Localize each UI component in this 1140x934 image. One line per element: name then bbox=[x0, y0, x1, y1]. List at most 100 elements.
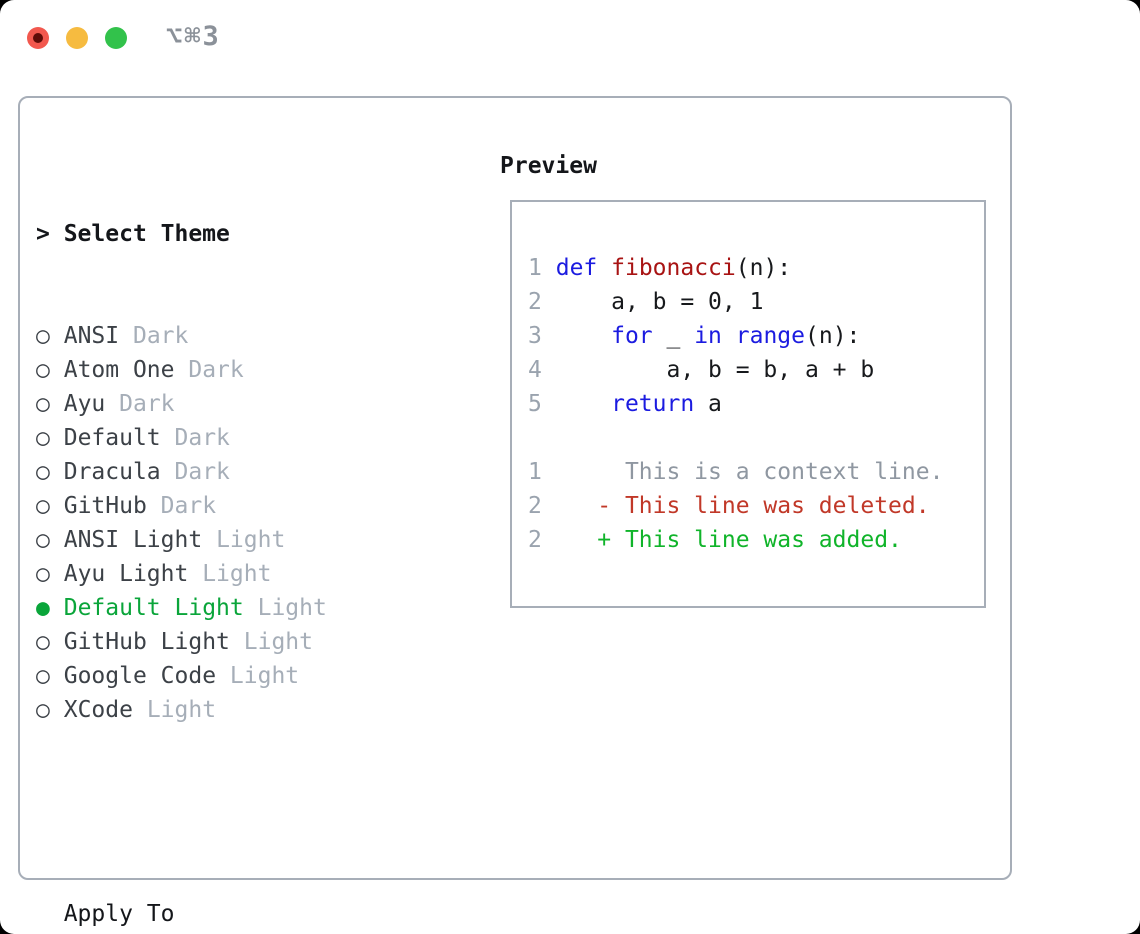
code-segment bbox=[542, 493, 597, 519]
theme-picker-column: > Select Theme ○ ANSI Dark○ Atom One Dar… bbox=[36, 149, 424, 934]
code-line: 2 - This line was deleted. bbox=[528, 489, 943, 523]
radio-icon: ○ bbox=[36, 697, 50, 723]
theme-option-ansi[interactable]: ○ ANSI Dark bbox=[36, 319, 424, 353]
theme-variant: Light bbox=[216, 527, 286, 553]
traffic-light-minimize-button[interactable] bbox=[66, 27, 88, 49]
theme-option-default[interactable]: ○ Default Dark bbox=[36, 421, 424, 455]
theme-name: Ayu bbox=[63, 391, 106, 417]
select-theme-header: > Select Theme bbox=[36, 217, 424, 251]
theme-options-list: ○ ANSI Dark○ Atom One Dark○ Ayu Dark○ De… bbox=[36, 319, 424, 727]
theme-name: Dracula bbox=[63, 459, 161, 485]
code-line: 2 + This line was added. bbox=[528, 523, 943, 557]
code-segment: a, b = 0, 1 bbox=[541, 289, 764, 315]
preview-title: Preview bbox=[500, 153, 597, 179]
theme-variant: Light bbox=[202, 561, 272, 587]
code-line: 3 for _ in range(n): bbox=[528, 319, 943, 353]
code-segment: + This line was added. bbox=[597, 527, 902, 553]
settings-panel bbox=[18, 96, 1012, 880]
theme-name: ANSI Light bbox=[63, 527, 203, 553]
theme-option-google-code[interactable]: ○ Google Code Light bbox=[36, 659, 424, 693]
theme-option-atom-one[interactable]: ○ Atom One Dark bbox=[36, 353, 424, 387]
theme-variant: Dark bbox=[132, 323, 189, 349]
code-line: 4 a, b = b, a + b bbox=[528, 353, 943, 387]
line-number: 2 bbox=[528, 527, 542, 553]
line-number: 3 bbox=[528, 323, 542, 349]
theme-name: Google Code bbox=[63, 663, 217, 689]
window-shortcut-title: ⌥⌘3 bbox=[166, 21, 221, 52]
code-segment: def bbox=[555, 255, 598, 281]
code-segment: return bbox=[611, 391, 695, 417]
radio-icon: ● bbox=[36, 595, 50, 621]
theme-option-default-light[interactable]: ● Default Light Light bbox=[36, 591, 424, 625]
theme-variant: Dark bbox=[174, 459, 230, 485]
theme-variant: Light bbox=[146, 697, 217, 723]
theme-option-ayu-light[interactable]: ○ Ayu Light Light bbox=[36, 557, 424, 591]
code-segment bbox=[542, 323, 611, 349]
code-segment bbox=[597, 255, 611, 281]
radio-icon: ○ bbox=[36, 357, 50, 383]
theme-option-ayu[interactable]: ○ Ayu Dark bbox=[36, 387, 424, 421]
traffic-light-zoom-button[interactable] bbox=[105, 27, 127, 49]
code-segment: range bbox=[735, 323, 806, 349]
theme-variant: Light bbox=[243, 629, 313, 655]
code-segment: fibonacci bbox=[611, 255, 736, 281]
code-segment bbox=[722, 323, 736, 349]
code-segment: This is a context line. bbox=[541, 459, 944, 485]
code-line bbox=[528, 421, 943, 455]
traffic-light-close-button[interactable] bbox=[27, 27, 49, 49]
code-segment bbox=[542, 391, 611, 417]
theme-name: Default bbox=[63, 425, 161, 451]
code-segment: a, b = b, a + b bbox=[541, 357, 875, 383]
theme-variant: Light bbox=[257, 595, 327, 621]
line-number: 2 bbox=[528, 493, 542, 519]
radio-icon: ○ bbox=[36, 561, 50, 587]
theme-variant: Dark bbox=[160, 493, 217, 519]
theme-name: GitHub bbox=[63, 493, 147, 519]
code-line: 1 This is a context line. bbox=[528, 455, 943, 489]
theme-option-dracula[interactable]: ○ Dracula Dark bbox=[36, 455, 424, 489]
line-number: 2 bbox=[528, 289, 542, 315]
line-number: 1 bbox=[528, 459, 542, 485]
radio-icon: ○ bbox=[36, 459, 50, 485]
preview-pane bbox=[510, 200, 986, 608]
theme-option-ansi-light[interactable]: ○ ANSI Light Light bbox=[36, 523, 424, 557]
theme-variant: Light bbox=[229, 663, 300, 689]
radio-icon: ○ bbox=[36, 527, 50, 553]
code-segment: (n): bbox=[735, 255, 792, 281]
radio-icon: ○ bbox=[36, 323, 50, 349]
code-line: 2 a, b = 0, 1 bbox=[528, 285, 943, 319]
theme-option-xcode[interactable]: ○ XCode Light bbox=[36, 693, 424, 727]
radio-icon: ○ bbox=[36, 391, 50, 417]
close-dot-icon bbox=[33, 33, 43, 43]
line-number: 1 bbox=[528, 255, 542, 281]
theme-option-github[interactable]: ○ GitHub Dark bbox=[36, 489, 424, 523]
radio-icon: ○ bbox=[36, 425, 50, 451]
code-line: 1 def fibonacci(n): bbox=[528, 251, 943, 285]
apply-to-header: Apply To bbox=[63, 901, 175, 927]
theme-variant: Dark bbox=[188, 357, 244, 383]
code-segment: _ bbox=[652, 323, 695, 349]
theme-name: GitHub Light bbox=[63, 629, 230, 655]
prompt-caret-icon: > bbox=[36, 221, 64, 247]
radio-icon: ○ bbox=[36, 663, 50, 689]
radio-icon: ○ bbox=[36, 493, 50, 519]
theme-name: Atom One bbox=[63, 357, 175, 383]
code-segment: in bbox=[694, 323, 722, 349]
line-number: 4 bbox=[528, 357, 542, 383]
radio-icon: ○ bbox=[36, 629, 50, 655]
select-theme-title: Select Theme bbox=[63, 221, 230, 247]
code-line: 5 return a bbox=[528, 387, 943, 421]
code-segment: a bbox=[694, 391, 722, 417]
code-segment: - This line was deleted. bbox=[597, 493, 930, 519]
code-segment: (n): bbox=[805, 323, 861, 349]
code-segment bbox=[542, 527, 597, 553]
line-number: 5 bbox=[528, 391, 542, 417]
theme-name: XCode bbox=[63, 697, 133, 723]
theme-variant: Dark bbox=[119, 391, 175, 417]
spacer bbox=[36, 795, 424, 829]
theme-name: ANSI bbox=[63, 323, 120, 349]
theme-option-github-light[interactable]: ○ GitHub Light Light bbox=[36, 625, 424, 659]
theme-name: Default Light bbox=[63, 595, 244, 621]
